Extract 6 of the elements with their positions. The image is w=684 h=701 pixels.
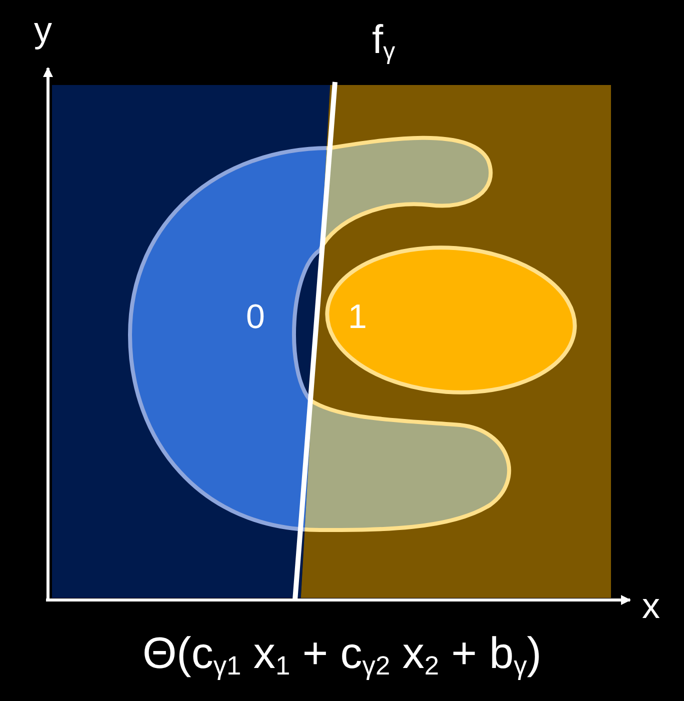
formula-caption: Θ(c$_{γ1}$ x$_{1}$ + c$_{γ2}$ x$_{2}$ + b$_{γ}$) bbox=[141, 632, 543, 679]
axis-label: y bbox=[34, 12, 52, 48]
axis-label: 1 bbox=[348, 300, 367, 334]
axis-label: f$_{γ}$ bbox=[372, 20, 396, 64]
axis-label: x bbox=[642, 588, 660, 624]
axis-label: 0 bbox=[246, 300, 265, 334]
